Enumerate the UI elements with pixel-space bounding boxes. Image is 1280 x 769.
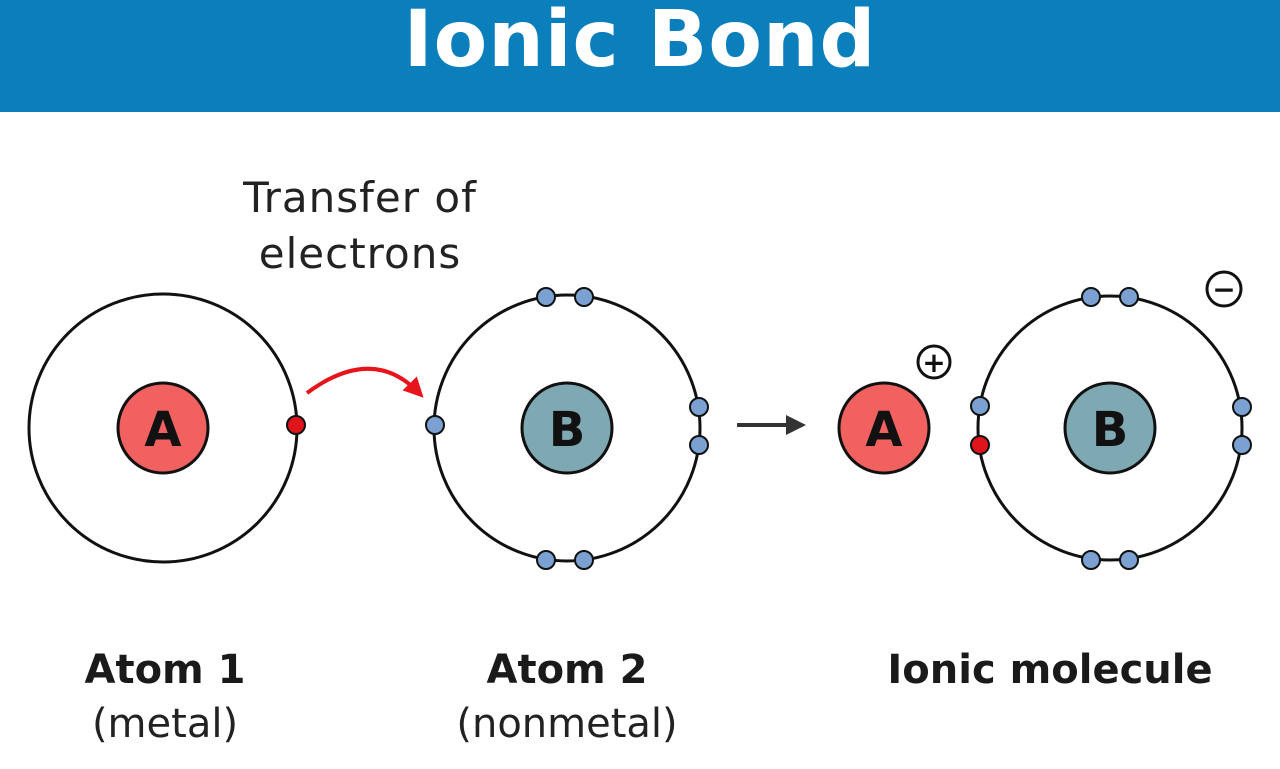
anion: B − [970,270,1252,570]
atom-2: B [425,287,709,570]
atom-1: A [27,292,306,564]
negative-charge-icon [1205,270,1243,308]
atom-2-nucleus-label: B [549,402,586,458]
electron [1119,287,1139,307]
transferred-electron [286,415,306,435]
atom-1-name: Atom 1 [84,647,246,693]
page-title: Ionic Bond [403,0,877,85]
electron [1119,550,1139,570]
electron [970,396,990,416]
cation-nucleus [837,381,931,475]
transfer-arrow [305,366,424,398]
atom-1-kind: (metal) [91,701,239,747]
anion-shell [976,294,1244,562]
cation: A + [837,344,952,475]
ionic-molecule-caption: Ionic molecule [860,646,1240,694]
electron [536,550,556,570]
received-electron [970,435,990,455]
electron [1081,287,1101,307]
header-banner: Ionic Bond [0,0,1280,112]
electron [1232,397,1252,417]
atom-1-nucleus-label: A [144,402,181,458]
electron [1232,435,1252,455]
electron [689,435,709,455]
ionic-molecule-name: Ionic molecule [887,647,1213,693]
electron [1081,550,1101,570]
cation-nucleus-label: A [865,402,902,458]
positive-charge-symbol: + [922,346,945,379]
electron [689,397,709,417]
atom-2-nucleus [520,381,614,475]
electron [574,287,594,307]
transfer-of-electrons-label: Transfer of electrons [210,170,510,282]
transfer-label-line1: Transfer of [243,173,477,222]
atom-1-nucleus [116,381,210,475]
anion-nucleus-label: B [1092,402,1129,458]
transfer-label-line2: electrons [258,229,462,278]
negative-charge-symbol: − [1212,273,1235,306]
electron [574,550,594,570]
atom-1-caption: Atom 1 (metal) [40,646,290,754]
atom-2-name: Atom 2 [486,647,648,693]
atom-2-kind: (nonmetal) [456,701,678,747]
atom-2-caption: Atom 2 (nonmetal) [412,646,722,754]
electron [536,287,556,307]
positive-charge-icon [916,344,952,380]
electron [425,415,445,435]
anion-nucleus [1063,381,1157,475]
